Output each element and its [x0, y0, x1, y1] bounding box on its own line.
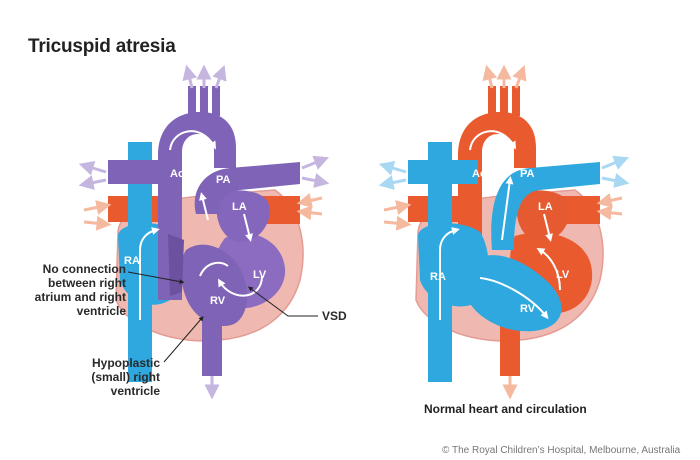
annotation-vsd: VSD	[322, 309, 347, 323]
normal-heart-caption: Normal heart and circulation	[424, 402, 587, 416]
pulmonary-veins-left	[262, 196, 300, 224]
label-pa-left: PA	[216, 174, 231, 186]
descending-aorta-right	[500, 318, 520, 376]
pulmonary-artery-left	[194, 162, 300, 214]
left-atrium-left	[216, 190, 270, 243]
page-title: Tricuspid atresia	[28, 36, 176, 57]
leader-vsd	[247, 286, 318, 317]
right-ventricle-right	[463, 255, 562, 332]
label-rv-right: RV	[520, 303, 536, 315]
label-ao-left: Ao	[170, 168, 185, 180]
leader-hypoplastic	[163, 316, 204, 363]
copyright-credit: © The Royal Children’s Hospital, Melbour…	[442, 445, 681, 456]
label-la-left: LA	[232, 201, 247, 213]
label-ra-right: RA	[430, 271, 446, 283]
label-lv-right: LV	[556, 269, 570, 281]
pulmonary-artery-right	[491, 162, 600, 250]
label-rv-left: RV	[210, 295, 226, 307]
annotation-no-connection: No connection between right atrium and r…	[34, 262, 126, 318]
descending-vessel-left	[202, 318, 222, 376]
pulmonary-artery-branch-left	[108, 160, 178, 184]
label-ao-right: Ao	[472, 168, 487, 180]
right-ventricle-left	[180, 244, 248, 326]
label-lv-left: LV	[253, 269, 267, 281]
normal-heart: Ao PA LA RA LV RV	[378, 64, 630, 400]
label-pa-right: PA	[520, 168, 535, 180]
tricuspid-atresia-heart: Ao PA LA RA LV RV	[78, 64, 330, 400]
left-atrium-right	[516, 190, 570, 243]
leader-no-connection	[127, 271, 185, 285]
annotation-hypoplastic-rv: Hypoplastic (small) right ventricle	[91, 356, 160, 398]
label-ra-left: RA	[124, 255, 140, 267]
label-la-right: LA	[538, 201, 553, 213]
atretic-valve-left	[168, 234, 184, 296]
